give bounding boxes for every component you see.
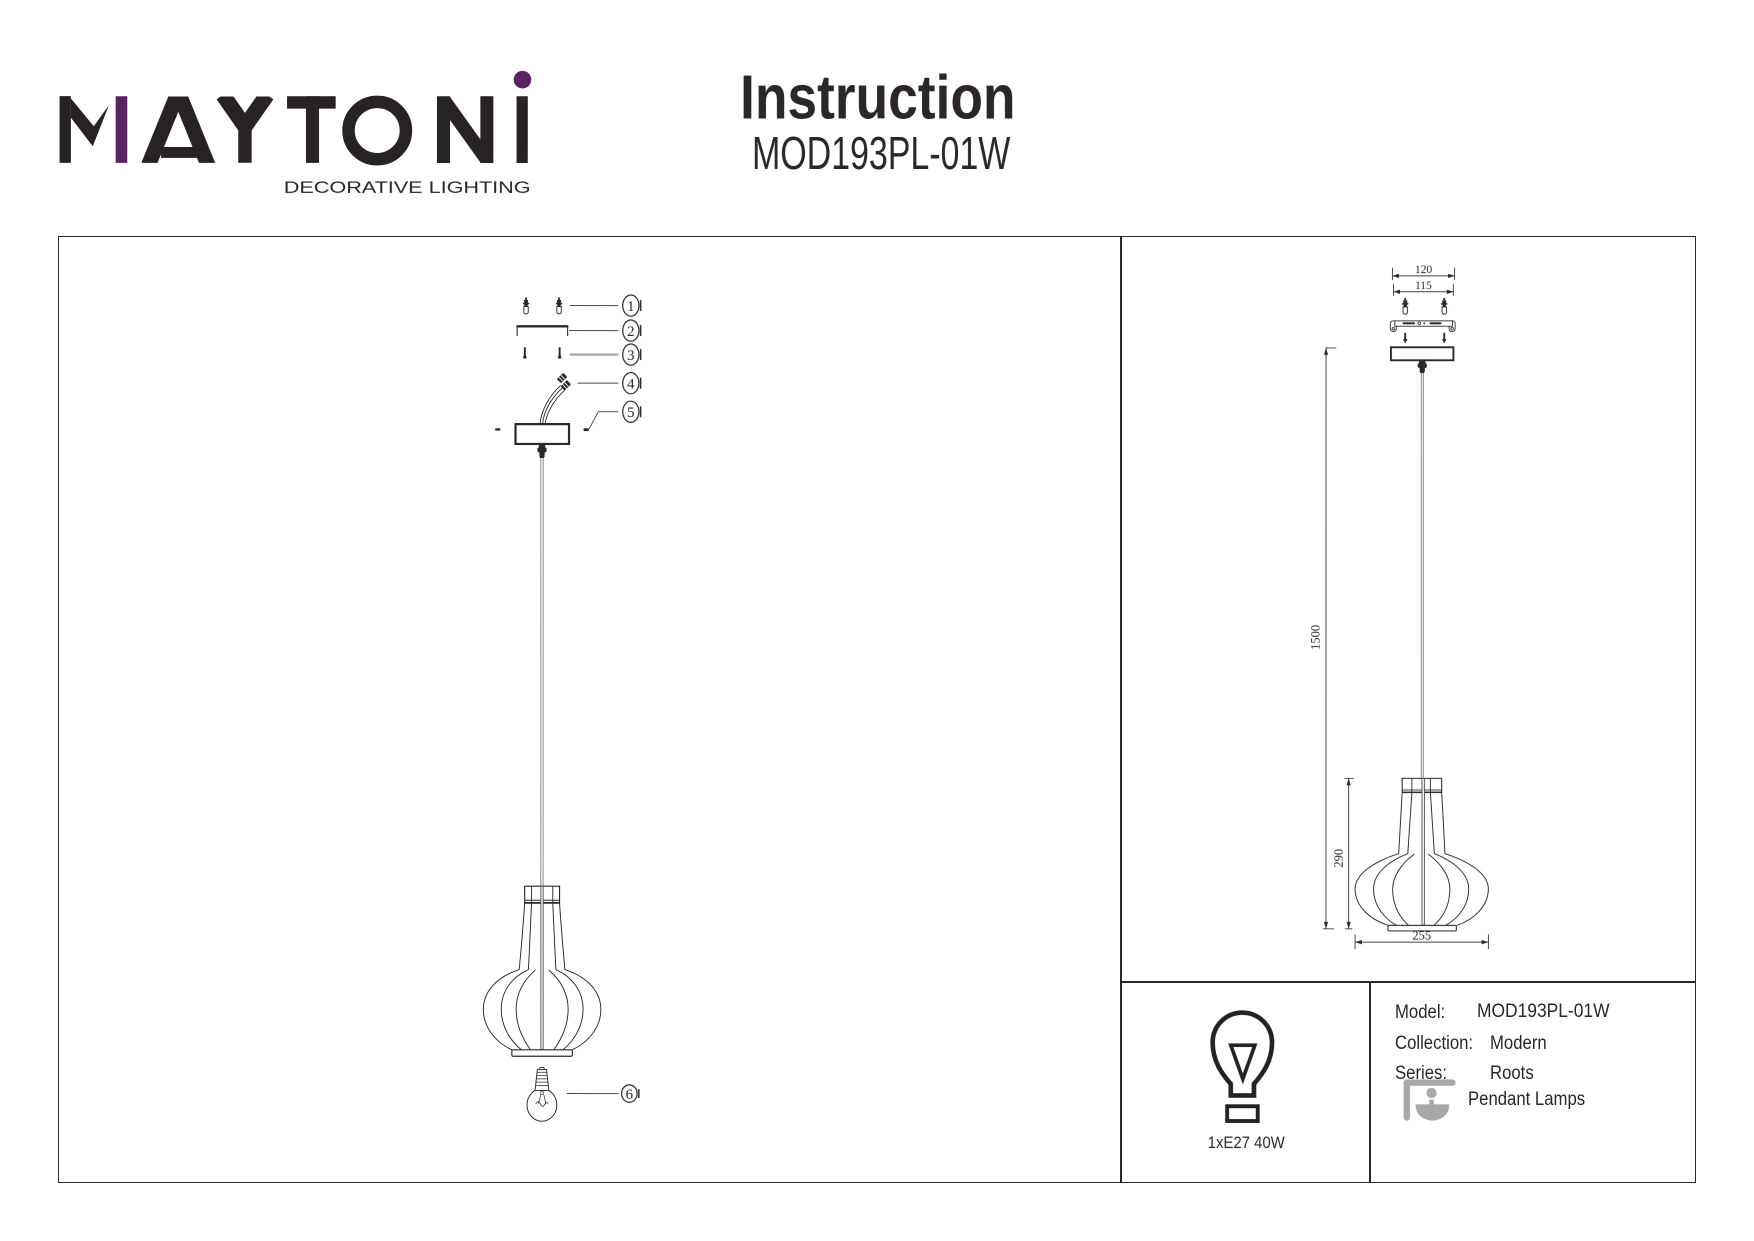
logo-letter-a bbox=[139, 96, 217, 163]
model-value: MOD193PL-01W bbox=[1476, 1000, 1610, 1023]
logo-letter-i bbox=[516, 96, 528, 163]
logo-letter-y-stem bbox=[238, 122, 252, 163]
bulb-spec-panel bbox=[1120, 981, 1371, 1183]
page-title: Instruction MOD193PL-01W bbox=[740, 63, 1016, 178]
logo-i-dot bbox=[513, 70, 532, 89]
logo-accent-bar bbox=[115, 96, 128, 163]
logo-letter-m-stem bbox=[59, 96, 71, 163]
brand-logo: DECORATIVE LIGHTING bbox=[59, 70, 532, 197]
logo-letter-n-left bbox=[436, 96, 450, 163]
logo-letter-a-bar bbox=[161, 147, 199, 158]
title-heading: Instruction bbox=[740, 63, 1016, 132]
series-label: Series: bbox=[1394, 1062, 1447, 1084]
model-label: Model: bbox=[1394, 1001, 1445, 1023]
series-value: Roots bbox=[1490, 1062, 1535, 1084]
logo-letter-y-arms bbox=[216, 96, 274, 140]
product-info-panel bbox=[1369, 981, 1696, 1183]
logo-letter-n-right bbox=[480, 96, 494, 163]
collection-value: Modern bbox=[1489, 1032, 1547, 1054]
brand-tagline: DECORATIVE LIGHTING bbox=[284, 179, 531, 197]
exploded-view-panel bbox=[58, 236, 1122, 1183]
category-value: Pendant Lamps bbox=[1467, 1089, 1585, 1111]
logo-letter-n-diag bbox=[438, 96, 492, 164]
logo-letter-t-bar bbox=[287, 96, 336, 109]
dimension-drawing-panel bbox=[1120, 236, 1696, 983]
logo-letter-m-v bbox=[70, 98, 109, 147]
logo-letter-o bbox=[342, 95, 413, 166]
title-model-code: MOD193PL-01W bbox=[752, 127, 1011, 179]
collection-label: Collection: bbox=[1394, 1032, 1473, 1054]
logo-letter-t-stem bbox=[305, 96, 320, 163]
